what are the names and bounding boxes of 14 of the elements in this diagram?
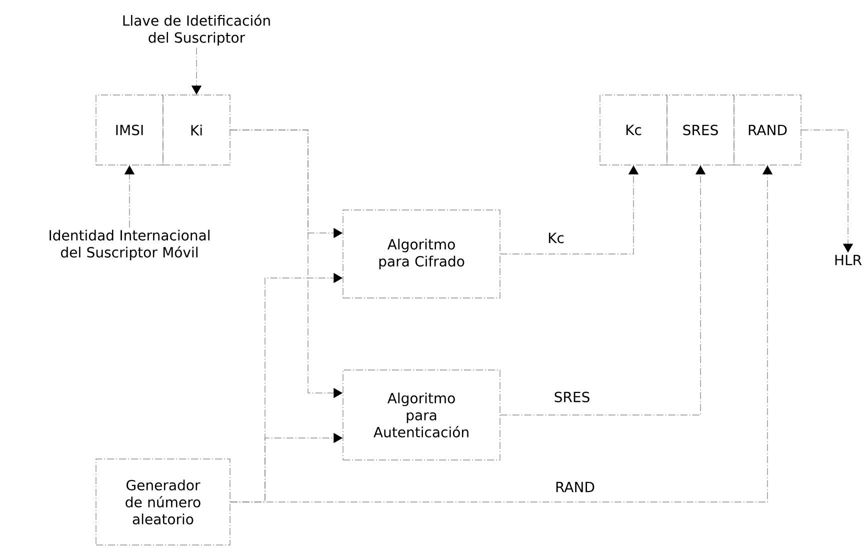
annotation-text: Identidad Internacional del Suscriptor Móvil (50, 230, 210, 260)
process-box: Kc (600, 94, 668, 166)
process-box: SRES (666, 94, 734, 166)
annotation-text: HLR (835, 254, 862, 266)
process-box: Generador de número aleatorio (96, 458, 230, 546)
edge-label: SRES (552, 390, 592, 404)
edge-label: Kc (546, 232, 566, 244)
process-box: RAND (734, 94, 802, 166)
process-box: Algoritmo para Cifrado (342, 210, 500, 298)
process-box: Algoritmo para Autenticación (342, 370, 500, 460)
edge-label: RAND (554, 480, 596, 494)
annotation-text: Llave de Idetificación del Suscriptor (123, 14, 270, 46)
process-box: IMSI (96, 94, 164, 166)
process-box: Ki (162, 94, 230, 166)
